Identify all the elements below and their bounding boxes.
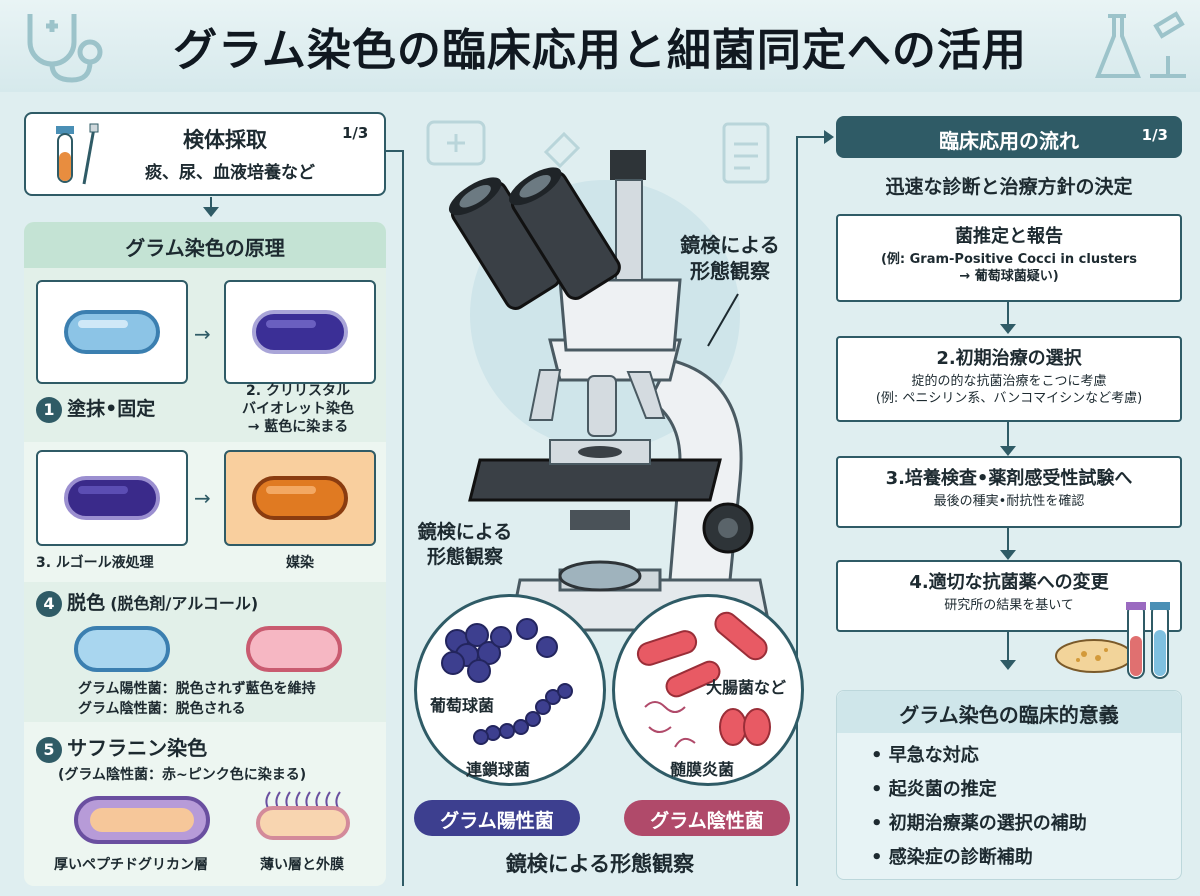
significance-item: • 初期治療薬の選択の補助: [871, 813, 1087, 834]
gram-positive-badge: グラム陽性菌: [414, 800, 580, 836]
cell-wall-icons: [74, 791, 350, 844]
arrow-down-icon: [1000, 528, 1016, 560]
specimen-card: 検体採取 痰、尿、血液培養など 1/3: [24, 112, 386, 196]
microscope-icon: [448, 150, 772, 632]
step5-thick: 厚いペプチドグリカン層: [54, 857, 208, 873]
gram-negative-view: [612, 594, 804, 786]
observation-label-mid: 鏡検による形態観察: [417, 521, 513, 568]
petri-dish-icon: [1055, 602, 1170, 679]
significance-heading: グラム染色の臨床的意義: [837, 691, 1181, 733]
rod-purple-icon: [64, 476, 160, 520]
test-tube-icon: [56, 123, 99, 185]
ecoli-label: 大腸菌など: [706, 678, 787, 697]
significance-item: • 感染症の診断補助: [871, 847, 1033, 868]
cocci-icon: [441, 618, 573, 745]
lugol-box: [36, 450, 188, 546]
title-bar: [0, 0, 1200, 92]
arrow-right-icon: →: [194, 486, 211, 510]
significance-item: • 起炎菌の推定: [871, 779, 997, 800]
step4-positive: グラム陽性菌：脱色されず藍色を維持: [78, 681, 316, 697]
step1-label: 1 塗抹•固定: [36, 394, 155, 423]
gram-negative-badge: グラム陰性菌: [624, 800, 790, 836]
staph-label: 葡萄球菌: [430, 696, 495, 715]
gram-positive-view: [414, 594, 606, 786]
rods-icon: [636, 611, 771, 748]
step5-sub: (グラム陰性菌：赤~ピンク色に染まる): [58, 767, 307, 783]
rod-orange-icon: [252, 476, 348, 520]
specimen-title: 検体採取: [183, 128, 267, 152]
significance-panel: グラム染色の臨床的意義 • 早急な対応 • 起炎菌の推定 • 初期治療薬の選択の…: [836, 690, 1182, 880]
smear-image-box: [36, 280, 188, 384]
connector-line: [796, 136, 798, 886]
flow-heading: 臨床応用の流れ 1/3: [836, 116, 1182, 158]
arrow-down-icon: [1000, 632, 1016, 670]
rod-unstained-icon: [64, 310, 160, 354]
arrow-right-icon: [824, 130, 834, 144]
arrow-down-icon: [203, 197, 219, 217]
observation-label-top: 鏡検による形態観察: [680, 233, 780, 283]
connector-line: [796, 136, 826, 138]
flow-step-1: 菌推定と報告 (例: Gram-Positive Cocci in cluste…: [836, 214, 1182, 302]
mening-label: 髄膜炎菌: [670, 760, 735, 779]
step2-label: 2. クリリスタルバイオレット染色→ 藍色に染まる: [242, 383, 354, 435]
flow-subtitle: 迅速な診断と治療方針の決定: [885, 176, 1133, 198]
stethoscope-icon: [10, 6, 110, 97]
mordant-label: 媒染: [286, 555, 314, 571]
arrow-right-icon: →: [194, 322, 211, 346]
page-title: グラム染色の臨床応用と細菌同定への活用: [173, 25, 1027, 76]
flow-step-2: 2.初期治療の選択 掟的の的な抗菌治療をこつに考慮(例: ペニシリン系、バンコマ…: [836, 336, 1182, 422]
specimen-sub: 痰、尿、血液培養など: [145, 163, 315, 183]
step5-label: 5 サフラニン染色: [36, 732, 207, 763]
flow-step-3: 3.培養検査•薬剤感受性試験へ 最後の種実•耐抗性を確認: [836, 456, 1182, 528]
decolorized-rods-icon: [74, 626, 342, 672]
arrow-down-icon: [1000, 422, 1016, 456]
step4-label: 4 脱色 (脱色剤/アルコール): [36, 588, 258, 617]
flow-step-4: 4.適切な抗菌薬への変更 研究所の結果を基いて: [836, 560, 1182, 632]
step3-label: 3. ルゴール液処理: [36, 555, 154, 571]
rod-violet-icon: [252, 310, 348, 354]
step5-thin: 薄い層と外膜: [260, 857, 344, 873]
observation-caption: 鏡検による形態観察: [505, 852, 695, 876]
mordant-box: [224, 450, 376, 546]
crystal-violet-box: [224, 280, 376, 384]
background-medical-icons: [424, 110, 784, 230]
connector-line: [402, 150, 404, 886]
step4-negative: グラム陰性菌：脱色される: [78, 701, 246, 717]
principle-heading: グラム染色の原理: [24, 222, 386, 268]
strep-label: 連鎖球菌: [466, 760, 531, 779]
principle-panel: グラム染色の原理 → 1 塗抹•固定 2. クリリスタルバイオレット染色→ 藍色…: [24, 222, 386, 886]
arrow-down-icon: [1000, 302, 1016, 334]
lab-flask-icon: [1090, 6, 1190, 90]
page-indicator: 1/3: [342, 124, 369, 142]
connector-line: [386, 150, 404, 152]
significance-item: • 早急な対応: [871, 745, 979, 766]
